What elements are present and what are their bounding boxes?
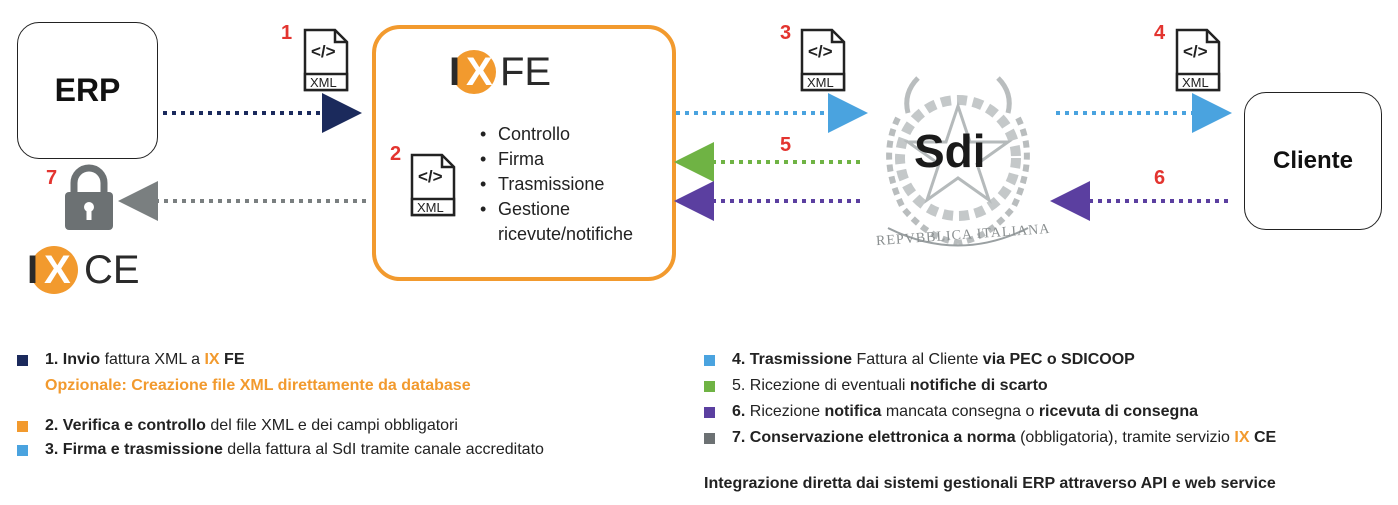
sdi-seal-emblem [886, 76, 1030, 247]
ixce-logo: I X CE [27, 246, 140, 294]
bullet-item: •Trasmissione [480, 174, 605, 194]
legend-item-6: 6. Ricezione notifica mancata consegna o… [704, 399, 1276, 425]
bullet-item: ricevute/notifiche [498, 224, 634, 244]
legend-right: 4. Trasmissione Fattura al Cliente via P… [704, 347, 1276, 497]
erp-label: ERP [54, 72, 121, 108]
cliente-label: Cliente [1272, 147, 1353, 174]
sdi-label: Sdi [914, 125, 986, 177]
legend-item-1-optional: Opzionale: Creazione file XML direttamen… [45, 377, 471, 394]
legend-item-1: 1. Invio fattura XML a IX FE [17, 347, 544, 373]
erp-box: ERP [17, 22, 158, 159]
step-number-2: 2 [390, 143, 402, 165]
step-number-5: 5 [780, 134, 792, 156]
legend-item-4: 4. Trasmissione Fattura al Cliente via P… [704, 347, 1276, 373]
step-number-3: 3 [780, 22, 792, 44]
ixce-suffix: CE [84, 248, 140, 292]
xml-file-icon: </> XML [410, 153, 456, 217]
legend-item-5: 5. Ricezione di eventuali notifiche di s… [704, 373, 1276, 399]
bullet-item: •Firma [480, 149, 544, 169]
legend-left: 1. Invio fattura XML a IX FE Opzionale: … [17, 347, 544, 463]
ixfe-suffix: FE [500, 50, 552, 94]
bullet-item: •Gestione [480, 199, 571, 219]
step-number-1: 1 [281, 22, 293, 44]
cliente-box: Cliente [1244, 92, 1382, 230]
legend-item-3: 3. Firma e trasmissione della fattura al… [17, 437, 544, 463]
footer-integration-note: Integrazione diretta dai sistemi gestion… [704, 475, 1276, 492]
ixfe-bullet-list: •Controllo •Firma •Trasmissione •Gestion… [480, 122, 633, 247]
legend-item-7: 7. Conservazione elettronica a norma (ob… [704, 425, 1276, 451]
lock-icon [65, 164, 113, 230]
ixfe-logo: I X FE [449, 50, 552, 94]
xml-file-icon: </> XML [303, 28, 349, 92]
step-number-7: 7 [46, 167, 58, 189]
legend-item-2: 2. Verifica e controllo del file XML e d… [17, 413, 544, 439]
bullet-item: •Controllo [480, 124, 571, 144]
step-number-6: 6 [1154, 167, 1166, 189]
step-number-4: 4 [1154, 22, 1166, 44]
xml-file-icon: </> XML [800, 28, 846, 92]
xml-file-icon: </> XML [1175, 28, 1221, 92]
